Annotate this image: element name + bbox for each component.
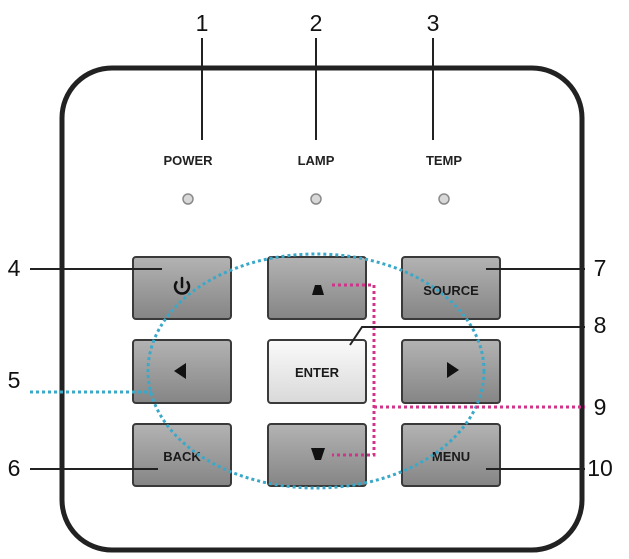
- callout-9: 9: [594, 394, 607, 420]
- menu-button[interactable]: MENU: [401, 423, 501, 487]
- up-arrow-icon: [312, 285, 324, 295]
- lamp-indicator-label: LAMP: [298, 153, 335, 168]
- temp-led: [438, 193, 450, 205]
- svg-text:MENU: MENU: [432, 449, 470, 464]
- navigation-highlight-ellipse: [146, 252, 486, 490]
- callout-1: 1: [196, 10, 209, 36]
- source-button[interactable]: SOURCE: [401, 256, 501, 320]
- right-button[interactable]: [401, 339, 501, 404]
- callout-10: 10: [587, 455, 613, 481]
- callout-7: 7: [594, 255, 607, 281]
- callout-6: 6: [8, 455, 21, 481]
- up-button[interactable]: [267, 256, 367, 320]
- power-button[interactable]: [132, 256, 232, 320]
- left-button[interactable]: [132, 339, 232, 404]
- left-arrow-icon: [174, 363, 186, 379]
- svg-text:BACK: BACK: [163, 449, 201, 464]
- callout-4: 4: [8, 255, 21, 281]
- callout-5: 5: [8, 367, 21, 393]
- callout-line-8: [349, 326, 585, 346]
- svg-text:SOURCE: SOURCE: [423, 283, 479, 298]
- callout-2: 2: [310, 10, 323, 36]
- temp-indicator-label: TEMP: [426, 153, 462, 168]
- enter-button[interactable]: ENTER: [267, 339, 367, 404]
- power-icon: [173, 276, 191, 295]
- callout-3: 3: [427, 10, 440, 36]
- lamp-led: [310, 193, 322, 205]
- power-led: [182, 193, 194, 205]
- right-arrow-icon: [447, 362, 459, 378]
- down-button[interactable]: [267, 423, 367, 487]
- back-button[interactable]: BACK: [132, 423, 232, 487]
- callout-8: 8: [594, 312, 607, 338]
- callout-line-9: [332, 283, 376, 457]
- down-arrow-icon: [311, 448, 325, 460]
- svg-text:ENTER: ENTER: [295, 365, 340, 380]
- power-indicator-label: POWER: [163, 153, 213, 168]
